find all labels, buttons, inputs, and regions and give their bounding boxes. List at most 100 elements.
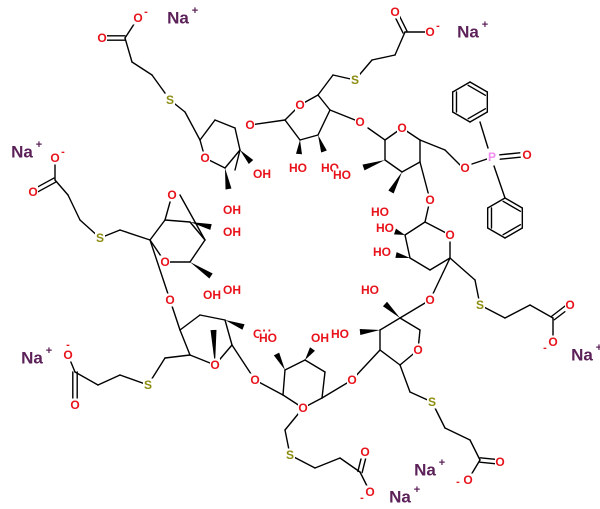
label-background xyxy=(259,331,277,345)
label-background xyxy=(165,93,175,107)
sulfur-atom: S xyxy=(166,93,174,107)
label-background xyxy=(133,11,143,25)
label-background xyxy=(425,25,435,39)
sodium-ion-na5: Na xyxy=(571,346,593,365)
chain-bond xyxy=(504,304,531,319)
carbonyl-oxygen: O xyxy=(97,31,106,45)
aromatic-bond xyxy=(502,200,522,213)
glycosidic-oxygen: O xyxy=(355,115,364,129)
glucose-unit-top-left xyxy=(199,119,241,169)
label-background xyxy=(347,373,357,387)
phenyl-ring-lower xyxy=(486,197,524,239)
chain-bond xyxy=(317,74,334,96)
label-background xyxy=(253,167,271,181)
label-background xyxy=(365,485,375,499)
ring-bond xyxy=(404,221,426,236)
wedge-bond xyxy=(394,228,405,235)
negative-charge: - xyxy=(456,476,460,488)
hydroxyl-label: OH xyxy=(311,331,329,345)
sodium-ion-na1: Na xyxy=(167,9,189,28)
aromatic-bond xyxy=(486,197,506,209)
aromatic-bond xyxy=(502,223,522,236)
phosphoryl-bond xyxy=(499,152,521,156)
sodium-ion-na2: Na xyxy=(457,23,479,42)
chain-bond xyxy=(184,111,201,141)
ring-bond xyxy=(189,239,206,263)
ring-bond xyxy=(429,257,451,271)
negative-charge: - xyxy=(543,342,547,354)
sodium-ion-na6: Na xyxy=(414,461,436,480)
wedge-bond xyxy=(359,329,380,335)
aromatic-bond xyxy=(469,81,489,93)
carboxylate-oxygen: O xyxy=(425,25,434,39)
sodium-ion-na4: Na xyxy=(21,349,43,368)
label-background xyxy=(360,445,370,459)
chain-bond xyxy=(444,149,461,166)
carboxylate-oxygen: O xyxy=(463,473,472,487)
hydroxyl-label: OH xyxy=(223,203,241,217)
chain-bond xyxy=(74,371,99,386)
carboxylate-oxygen: O xyxy=(50,151,59,165)
label-background xyxy=(95,231,105,245)
carbonyl-oxygen: O xyxy=(360,445,369,459)
sulfur-atom: S xyxy=(286,448,294,462)
label-background xyxy=(475,298,485,312)
negative-charge: - xyxy=(360,492,364,504)
ring-bond xyxy=(224,149,241,169)
ring-bond xyxy=(214,119,236,129)
phosphoryl-oxygen: O xyxy=(522,148,531,162)
ring-bond xyxy=(224,319,233,346)
label-background xyxy=(250,373,260,387)
carbonyl-oxygen: O xyxy=(28,185,37,199)
chain-bond xyxy=(164,354,191,359)
chain-bond xyxy=(371,54,396,61)
label-background xyxy=(210,358,220,372)
sodium-ion-na3: Na xyxy=(11,143,33,162)
glycosidic-bond xyxy=(149,239,171,301)
carboxylate-oxygen: O xyxy=(133,11,142,25)
sulfur-atom: S xyxy=(476,298,484,312)
label-background xyxy=(371,205,389,219)
wedge-bond xyxy=(362,160,385,171)
label-background xyxy=(413,343,423,357)
negative-charge: - xyxy=(66,339,70,351)
hydroxyl-label: HO xyxy=(361,283,379,297)
aromatic-bond xyxy=(467,107,487,120)
label-background xyxy=(223,225,241,239)
hydroxyl-label: HO xyxy=(289,161,307,175)
ring-bond xyxy=(164,219,191,223)
sulfur-atom: S xyxy=(428,395,436,409)
positive-charge: + xyxy=(192,5,198,17)
label-background xyxy=(223,283,241,297)
ring-bond xyxy=(189,221,206,241)
label-background xyxy=(495,455,505,469)
ring-bond xyxy=(317,94,331,111)
label-background xyxy=(565,298,575,312)
ring-bond xyxy=(284,119,301,141)
ring-bond xyxy=(384,159,403,173)
hydroxyl-label: HO xyxy=(333,168,351,182)
glycosidic-oxygen: O xyxy=(250,373,259,387)
chain-bond xyxy=(131,61,153,76)
label-background xyxy=(50,151,60,165)
aromatic-bond xyxy=(486,227,506,239)
label-background xyxy=(200,151,210,165)
ring-oxygen: O xyxy=(413,343,422,357)
glycosidic-oxygen: O xyxy=(425,293,434,307)
carbonyl-oxygen: O xyxy=(390,5,399,19)
hydroxyl-label: OH xyxy=(203,288,221,302)
phenyl-bond xyxy=(493,165,506,199)
label-background xyxy=(203,288,221,302)
sulfur-atom: S xyxy=(351,73,359,87)
wedge-bond xyxy=(318,135,327,153)
label-background xyxy=(487,150,497,164)
aromatic-bond xyxy=(504,197,524,209)
chain-bond xyxy=(339,457,361,473)
label-background xyxy=(70,398,80,412)
glycosidic-oxygen: O xyxy=(425,193,434,207)
label-background xyxy=(28,185,38,199)
glucose-unit-right xyxy=(404,221,451,271)
ring-oxygen: O xyxy=(160,255,169,269)
phosphoryl-bond xyxy=(499,156,521,160)
label-background xyxy=(522,148,532,162)
